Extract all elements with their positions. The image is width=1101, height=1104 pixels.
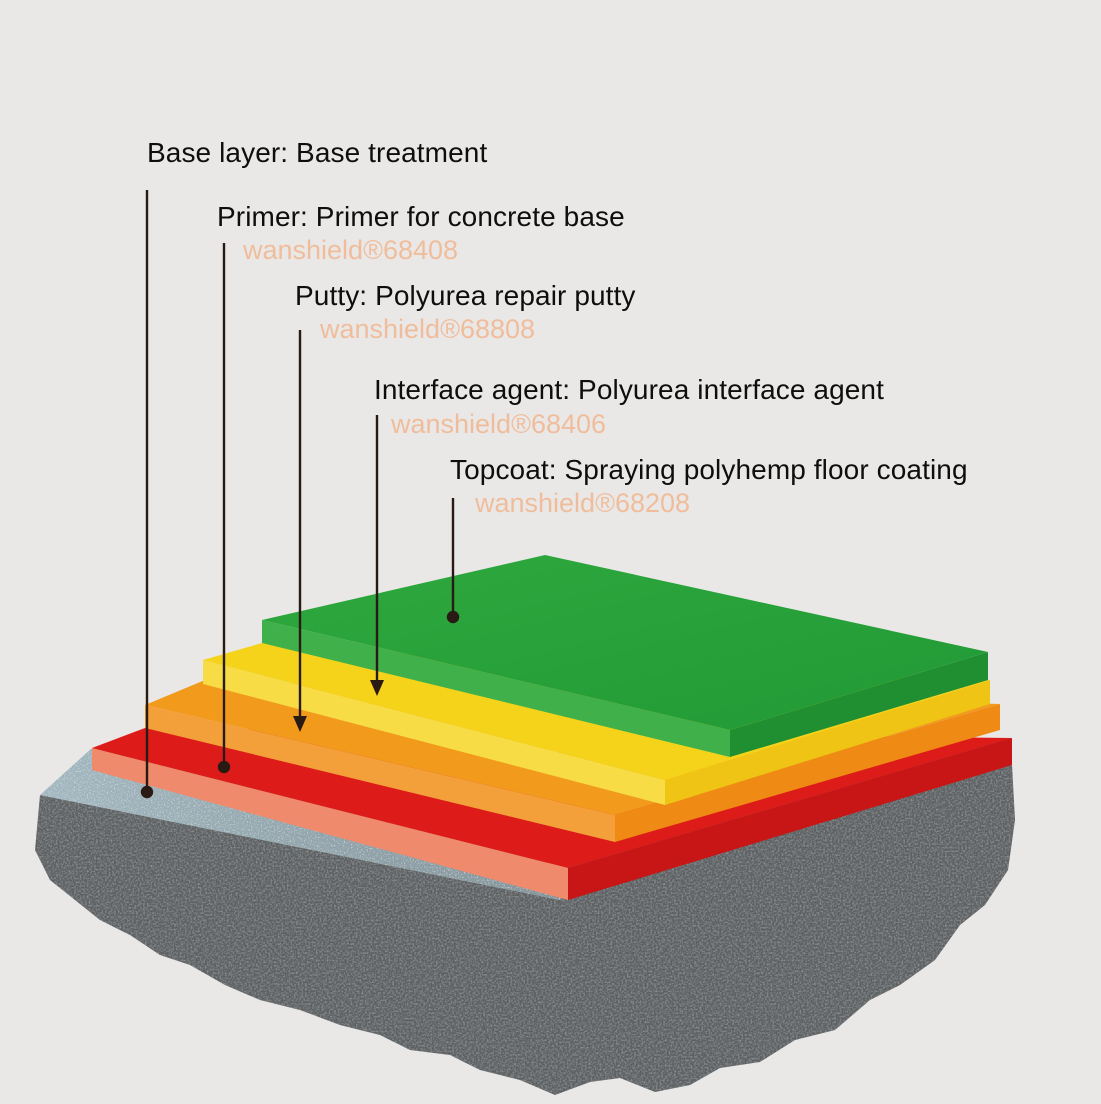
leader-primer [217, 243, 231, 774]
topcoat-top-face [262, 555, 988, 730]
leader-putty [293, 330, 307, 732]
interface-side-face [665, 680, 990, 805]
label-interface-agent: Interface agent: Polyurea interface agen… [374, 374, 884, 405]
label-primer: Primer: Primer for concrete base [217, 201, 625, 232]
product-topcoat: wanshield®68208 [475, 488, 691, 518]
putty-front-face [145, 705, 615, 842]
primer-side-face [568, 738, 1012, 900]
leader-lines [140, 190, 460, 799]
product-putty: wanshield®68808 [320, 314, 536, 344]
label-base-layer: Base layer: Base treatment [147, 137, 488, 168]
primer-front-face [92, 748, 568, 900]
leader-topcoat [446, 498, 460, 624]
leader-base [140, 190, 154, 799]
concrete-body [35, 765, 1015, 1095]
leader-interface [370, 415, 384, 696]
interface-front-face [203, 660, 665, 805]
putty-side-face [615, 704, 1000, 842]
label-topcoat: Topcoat: Spraying polyhemp floor coating [450, 454, 968, 485]
product-interface-agent: wanshield®68406 [391, 409, 607, 439]
product-primer: wanshield®68408 [243, 235, 459, 265]
label-putty: Putty: Polyurea repair putty [295, 280, 636, 311]
topcoat-front-face [262, 620, 730, 757]
topcoat-side-face [730, 652, 988, 757]
topcoat-layer [262, 555, 988, 757]
